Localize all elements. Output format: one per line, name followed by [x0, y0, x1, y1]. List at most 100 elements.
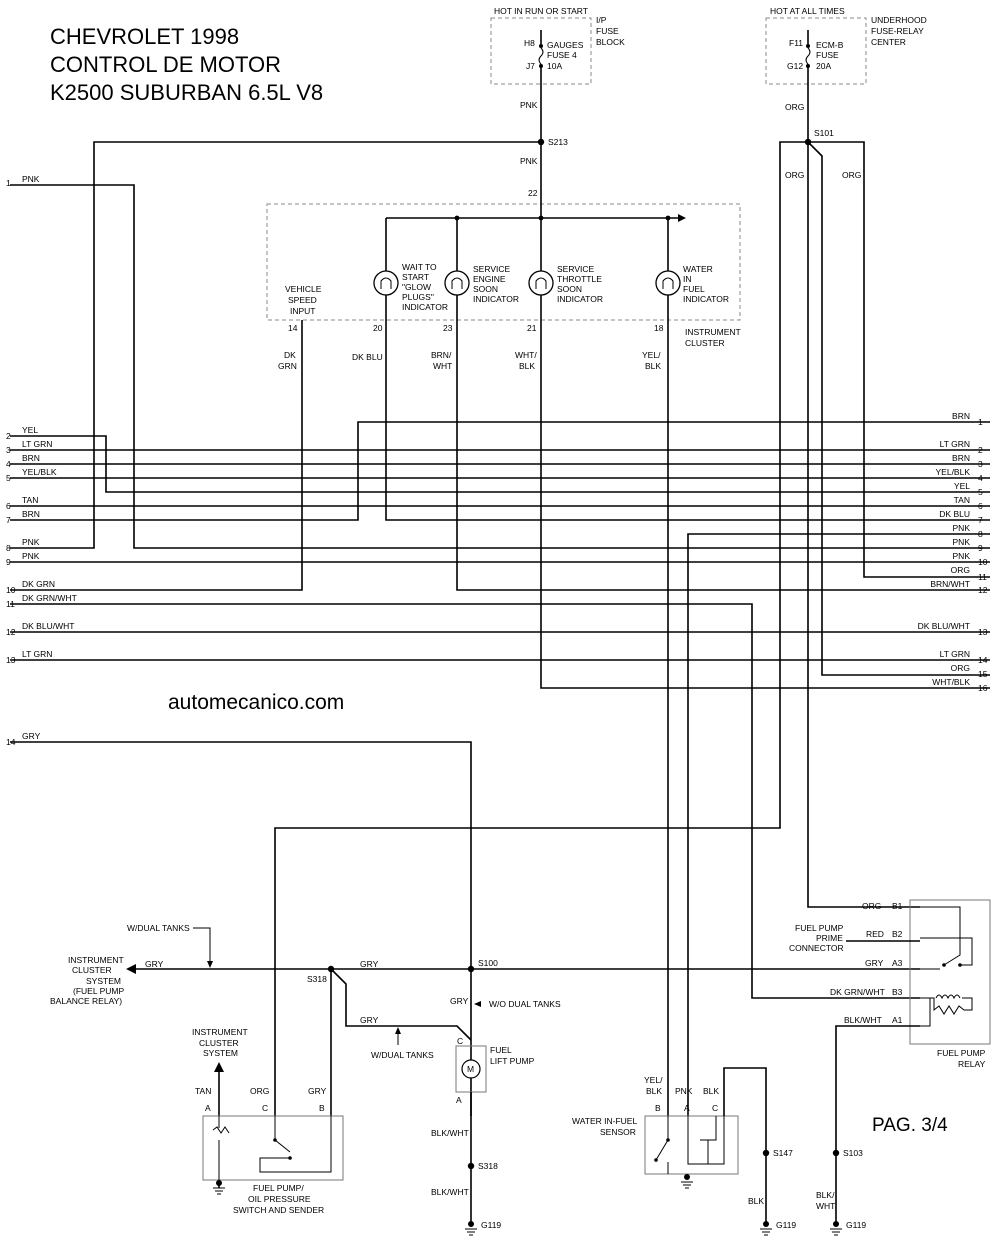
sensor-circuit-icon [687, 1116, 725, 1165]
water-fuel-label-1: WATER [683, 264, 713, 274]
wire-label-gry-left: GRY [145, 959, 164, 969]
right-pin-color: BRN [952, 411, 970, 421]
relay-pin-a1: A1 [892, 1015, 903, 1025]
uh-fuse-label-2: FUSE-RELAY [871, 26, 924, 36]
glow-plug-label-4: PLUGS" [402, 292, 434, 302]
inst-cluster-left-3: SYSTEM [86, 976, 121, 986]
right-pin-color: LT GRN [940, 439, 970, 449]
ip-fuse-text-3: 10A [547, 61, 562, 71]
sensor-switch-icon [655, 1116, 669, 1174]
water-sensor-label-1: WATER IN-FUEL [572, 1116, 637, 1126]
relay-pin-b3: B3 [892, 987, 903, 997]
left-pin-num: 8 [6, 543, 11, 553]
splice-s103 [832, 1149, 840, 1157]
wire-label-blk-s147: BLK [748, 1196, 764, 1206]
fuel-lift-pump-label-2: LIFT PUMP [490, 1056, 535, 1066]
wire-label-wht: WHT [433, 361, 452, 371]
wire-label-blk-sensor-2: BLK [703, 1086, 719, 1096]
vehicle-speed-label-2: SPEED [288, 295, 317, 305]
ground-g119-pump: G119 [465, 1220, 501, 1236]
uh-fuse-text-3: 20A [816, 61, 831, 71]
splice-s100 [467, 965, 475, 973]
left-pin-color: DK GRN/WHT [22, 593, 77, 603]
wire-label-gry-switch: GRY [308, 1086, 327, 1096]
wire-label-blk-slash: BLK/ [816, 1190, 835, 1200]
arrow-down-icon [207, 961, 213, 968]
fuel-lift-pump-label-1: FUEL [490, 1045, 512, 1055]
splice-s101-label: S101 [814, 128, 834, 138]
ip-fuse-block: HOT IN RUN OR START I/P FUSE BLOCK H8 J7… [490, 6, 625, 85]
right-pin-color: DK BLU/WHT [918, 621, 970, 631]
right-pin-num: 11 [978, 572, 987, 582]
left-pin-color: DK GRN [22, 579, 55, 589]
right-pin-color: TAN [954, 495, 970, 505]
pump-pin-a: A [456, 1095, 462, 1105]
relay-label-2: RELAY [958, 1059, 986, 1069]
water-sensor-label-2: SENSOR [600, 1127, 636, 1137]
wire-label-dk: DK [284, 350, 296, 360]
ground-label: G119 [776, 1220, 796, 1230]
left-pin-num: 7 [6, 515, 11, 525]
wire-label-blk-wht-pump-2: BLK/WHT [431, 1187, 469, 1197]
inst-cluster-up-3: SYSTEM [203, 1048, 238, 1058]
wire-label-gry-relay: GRY [865, 958, 884, 968]
left-pin-num: 4 [6, 459, 11, 469]
sensor-resistor-icon [212, 1116, 230, 1180]
cluster-pin-22: 22 [528, 188, 538, 198]
right-pin-color: DK BLU [939, 509, 970, 519]
left-pin-num: 9 [6, 557, 11, 567]
water-in-fuel-sensor: YEL/ BLK PNK BLK B A C WATER IN-FUEL SEN… [572, 1075, 739, 1189]
right-pin-num: 5 [978, 487, 983, 497]
wire-label-blk-wht-relay: BLK/WHT [844, 1015, 882, 1025]
water-fuel-label-3: FUEL [683, 284, 705, 294]
cluster-pin-21: 21 [527, 323, 537, 333]
left-pin-num: 11 [6, 599, 15, 609]
glow-plug-label-2: START [402, 272, 429, 282]
service-throttle-label-3: SOON [557, 284, 582, 294]
wire-label-blk-2: BLK [645, 361, 661, 371]
right-pin-num: 12 [978, 585, 988, 595]
right-pin-color: LT GRN [940, 649, 970, 659]
bulb-icon [655, 270, 681, 296]
ground-label: G119 [481, 1220, 501, 1230]
left-pin-color: BRN [22, 509, 40, 519]
sensor-pin-a: A [684, 1103, 690, 1113]
arrow-up-icon [395, 1027, 401, 1034]
left-pin-color: YEL [22, 425, 38, 435]
uh-fuse-pin-bottom: G12 [787, 61, 803, 71]
right-pin-num: 4 [978, 473, 983, 483]
wire-label-blk-sensor: BLK [646, 1086, 662, 1096]
inst-cluster-up-1: INSTRUMENT [192, 1027, 248, 1037]
cluster-pin-23: 23 [443, 323, 453, 333]
wire-label-gry-low: GRY [360, 1015, 379, 1025]
diagram-title-line1: CHEVROLET 1998 [50, 24, 239, 49]
inst-cluster-up-2: CLUSTER [199, 1038, 239, 1048]
right-pin-num: 15 [978, 669, 988, 679]
service-throttle-label-1: SERVICE [557, 264, 594, 274]
switch-pin-a: A [205, 1103, 211, 1113]
watermark: automecanico.com [168, 691, 344, 714]
left-pin-color: BRN [22, 453, 40, 463]
ip-fuse-pin-top: H8 [524, 38, 535, 48]
wire-label-gry-mid: GRY [360, 959, 379, 969]
glow-plug-label-5: INDICATOR [402, 302, 448, 312]
relay-pin-b2: B2 [892, 929, 903, 939]
ground-label: G119 [846, 1220, 866, 1230]
arrow-right-icon [678, 214, 686, 222]
fuse-symbol-icon [805, 47, 811, 65]
uh-fuse-label-3: CENTER [871, 37, 906, 47]
vehicle-speed-label-1: VEHICLE [285, 284, 322, 294]
right-pin-num: 6 [978, 501, 983, 511]
left-pin-num: 5 [6, 473, 11, 483]
ground-icon [681, 1174, 693, 1189]
fuel-pump-relay: ORG B1 RED B2 GRY A3 DK GRN/WHT B3 BLK/W… [830, 899, 991, 1069]
inst-cluster-left-5: BALANCE RELAY) [50, 996, 122, 1006]
right-pin-color: PNK [953, 551, 971, 561]
relay-contact-icon [920, 906, 973, 966]
splice-s318-upper-label: S318 [307, 974, 327, 984]
right-pin-num: 2 [978, 445, 983, 455]
relay-coil-icon [920, 968, 973, 1015]
arrow-up-icon [214, 1062, 224, 1072]
splice-s100-label: S100 [478, 958, 498, 968]
right-connector: 1 BRN 2 LT GRN 3 BRN 4 YEL/BLK 5 YEL 6 T… [918, 411, 988, 693]
